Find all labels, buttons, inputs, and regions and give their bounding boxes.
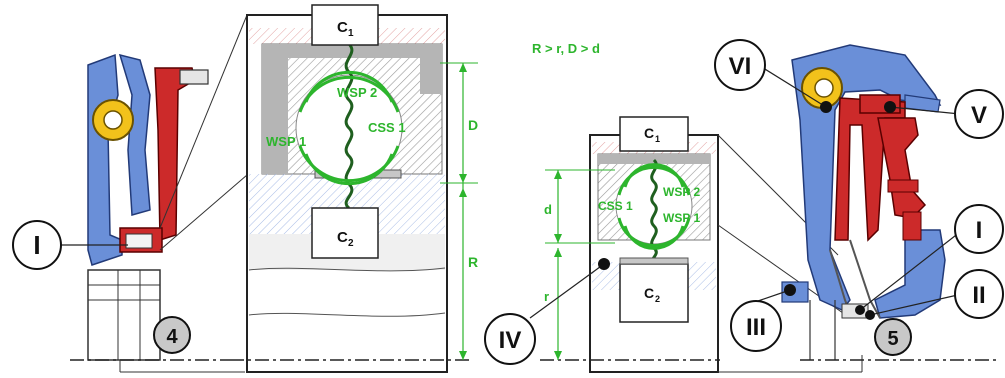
small-wsp1-label: WSP 1: [663, 211, 700, 225]
marker-4-label: 4: [166, 326, 178, 348]
dimension-r-label: r: [544, 289, 549, 304]
marker-V-circle: [954, 89, 1004, 139]
marker-I-left-circle: [12, 220, 62, 270]
small-detail: [540, 116, 720, 373]
c1-box: [311, 4, 379, 46]
marker-VI-circle: [714, 39, 766, 91]
marker-I-right-dot: [855, 305, 865, 315]
small-c1-subscript: 1: [655, 134, 660, 144]
large-c2-label: C: [337, 229, 348, 246]
condition-text: R > r, D > d: [532, 41, 600, 56]
marker-II-label: II: [972, 282, 985, 309]
marker-5-label: 5: [887, 328, 898, 350]
marker-IV-label: IV: [499, 327, 522, 354]
marker-VI-label: VI: [729, 53, 752, 80]
c2-box: [311, 207, 379, 259]
marker-IV-circle: [484, 313, 536, 365]
marker-5-circle: [874, 318, 912, 356]
small-c2-label: C: [644, 285, 654, 301]
large-detail: [230, 4, 478, 373]
marker-V-dot: [884, 101, 896, 113]
dimension-R-label: R: [468, 254, 478, 270]
dimension-D-label: D: [468, 117, 478, 133]
marker-VI-dot: [820, 101, 832, 113]
marker-I-left-label: I: [33, 230, 40, 260]
large-c2-subscript: 2: [348, 238, 354, 249]
dimension-d-label: d: [544, 202, 552, 217]
marker-I-right-circle: [954, 204, 1004, 254]
marker-II-dot: [865, 310, 875, 320]
small-wsp2-label: WSP 2: [663, 185, 700, 199]
marker-II-circle: [954, 269, 1004, 319]
marker-III-circle: [730, 300, 782, 352]
marker-V-label: V: [971, 102, 987, 129]
large-css1-label: CSS 1: [368, 120, 406, 135]
large-c1-subscript: 1: [348, 28, 354, 39]
small-css1-label: CSS 1: [598, 199, 633, 213]
small-c1-label: C: [644, 125, 654, 141]
left-cross-section: [70, 53, 230, 361]
marker-4-circle: [153, 316, 191, 354]
large-wsp1-label: WSP 1: [266, 134, 306, 149]
c1-box-small: [619, 116, 689, 152]
marker-IV-dot: [598, 258, 610, 270]
marker-III-dot: [784, 284, 796, 296]
marker-III-label: III: [746, 314, 766, 341]
small-c2-subscript: 2: [655, 294, 660, 304]
large-c1-label: C: [337, 19, 348, 36]
marker-I-right-label: I: [976, 217, 983, 244]
large-wsp2-label: WSP 2: [337, 85, 377, 100]
